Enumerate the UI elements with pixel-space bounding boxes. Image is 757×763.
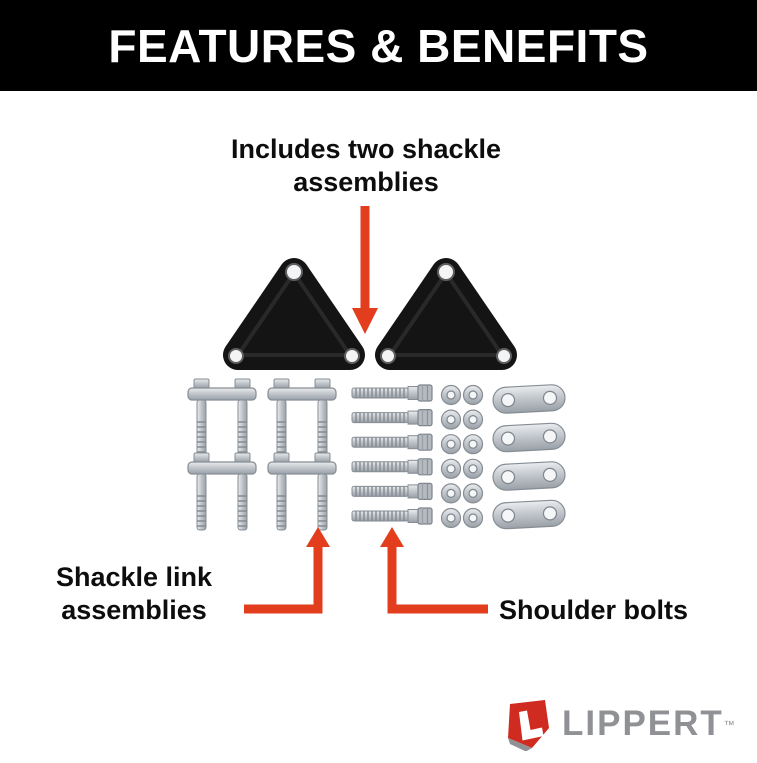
link-plate — [491, 499, 567, 530]
arrow-head — [352, 308, 378, 334]
callout-shoulder-bolts: Shoulder bolts — [499, 595, 688, 625]
shoulder-bolt — [351, 507, 433, 525]
washer — [440, 507, 462, 529]
washer — [462, 384, 484, 406]
washer — [462, 458, 484, 479]
shoulder-bolt — [351, 458, 433, 476]
shoulder-bolt — [351, 482, 433, 501]
washer — [440, 409, 462, 430]
washer — [440, 434, 462, 455]
link-plate — [491, 460, 567, 492]
washer — [462, 434, 484, 455]
arrow-up-right-callout-icon — [380, 527, 488, 614]
arrow-down-icon — [352, 206, 378, 334]
link-plate — [491, 422, 567, 453]
shackle-link-assembly — [267, 378, 337, 457]
shackle-link-assembly — [267, 452, 337, 531]
arrow-up-left-callout-icon — [244, 527, 330, 614]
callout-shackle-link-assemblies: Shackle link assemblies — [55, 562, 213, 626]
trademark-symbol: ™ — [723, 719, 735, 732]
lippert-logo-icon — [508, 700, 549, 751]
washer — [440, 483, 462, 504]
shoulder-bolt — [351, 384, 433, 402]
header-banner: FEATURES & BENEFITS — [0, 0, 757, 91]
page-title: FEATURES & BENEFITS — [108, 19, 649, 72]
link-plate — [491, 383, 567, 415]
equalizer-bracket — [229, 264, 359, 363]
lippert-wordmark: LIPPERT — [562, 704, 724, 743]
lippert-wordmark-group: LIPPERT™ — [562, 704, 735, 744]
arrow-head — [306, 527, 330, 547]
washer — [462, 409, 484, 430]
product-image-suspension-kit — [187, 245, 567, 531]
arrow-shaft — [244, 545, 323, 614]
shoulder-bolt — [351, 433, 433, 451]
arrow-head — [380, 527, 404, 547]
washer — [462, 507, 484, 529]
washer — [440, 458, 462, 479]
shoulder-bolt — [351, 408, 433, 427]
arrow-shaft — [387, 545, 488, 614]
shackle-link-assembly — [187, 452, 257, 531]
washer — [462, 483, 484, 504]
lippert-logo: LIPPERT™ — [503, 697, 735, 751]
washer — [440, 384, 462, 406]
equalizer-bracket — [381, 264, 511, 363]
callout-includes-two-shackle-assemblies: Includes two shackle assemblies — [230, 134, 502, 198]
shackle-link-assembly — [187, 378, 257, 457]
